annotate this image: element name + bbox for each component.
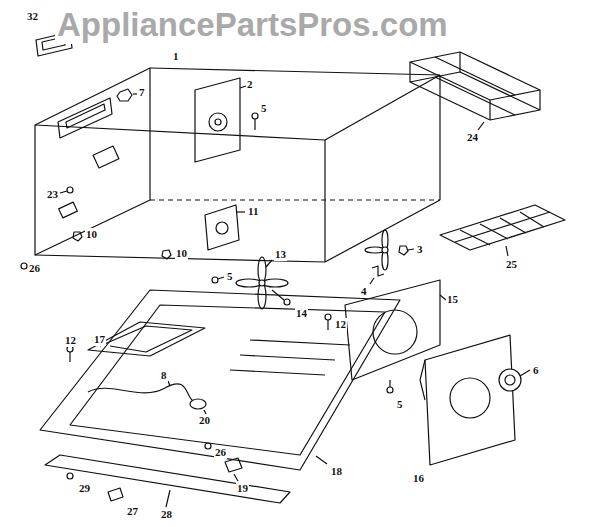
callout-number: 26 xyxy=(28,262,41,275)
callout-number: 16 xyxy=(412,472,425,485)
callout-number: 12 xyxy=(334,318,347,331)
callout-number: 8 xyxy=(160,369,168,382)
callout-number: 26 xyxy=(214,446,227,459)
callout-number: 28 xyxy=(160,508,173,521)
callout-number: 17 xyxy=(93,333,106,346)
callout-number: 5 xyxy=(396,398,404,411)
callout-number: 2 xyxy=(246,78,254,91)
callout-number: 27 xyxy=(126,505,139,518)
callout-number: 25 xyxy=(505,258,518,271)
callout-number: 19 xyxy=(236,482,249,495)
callout-number: 32 xyxy=(26,10,39,23)
callout-number: 6 xyxy=(532,364,540,377)
callout-number: 20 xyxy=(198,414,211,427)
callout-number: 24 xyxy=(466,131,479,144)
callout-number: 12 xyxy=(64,334,77,347)
callout-number: 14 xyxy=(295,307,308,320)
callout-number: 11 xyxy=(247,205,259,218)
callout-number: 5 xyxy=(260,102,268,115)
callout-number: 1 xyxy=(172,50,180,63)
callout-number: 29 xyxy=(78,482,91,495)
callout-number: 7 xyxy=(138,86,146,99)
callout-number: 15 xyxy=(446,293,459,306)
callout-number: 10 xyxy=(85,228,98,241)
callout-number: 5 xyxy=(226,270,234,283)
callout-number: 10 xyxy=(175,247,188,260)
watermark: AppliancePartsPros.com xyxy=(55,6,450,44)
callout-number: 13 xyxy=(274,248,287,261)
callout-number: 3 xyxy=(416,243,424,256)
callout-number: 4 xyxy=(360,285,368,298)
callout-number: 23 xyxy=(46,188,59,201)
callout-number: 18 xyxy=(330,465,343,478)
